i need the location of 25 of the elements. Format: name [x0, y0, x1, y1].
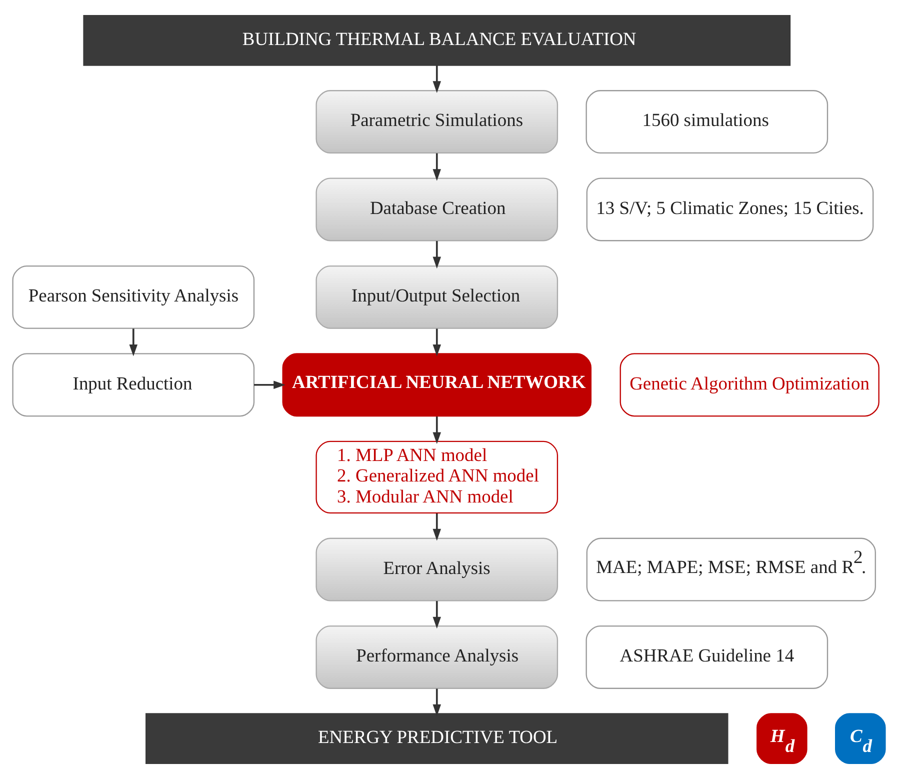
node-box: Genetic Algorithm Optimization [620, 353, 880, 417]
node-box: BUILDING THERMAL BALANCE EVALUATION [83, 15, 791, 66]
arrow [432, 513, 441, 541]
node-box: ASHRAE Guideline 14 [586, 625, 828, 689]
arrow [432, 65, 441, 93]
node-box: Input Reduction [12, 353, 255, 417]
node-box: ARTIFICIAL NEURAL NETWORK [282, 353, 592, 417]
node-box: Parametric Simulations [316, 90, 558, 154]
arrow [432, 328, 441, 356]
node-box: Pearson Sensitivity Analysis [12, 265, 255, 329]
arrow [432, 153, 442, 181]
node-box: 1. MLP ANN model 2. Generalized ANN model 3. Modular ANN model [316, 440, 558, 514]
arrow [432, 240, 441, 269]
arrow [432, 601, 441, 629]
node-box: Database Creation [316, 178, 558, 242]
arrow [432, 416, 442, 444]
node-box: ENERGY PREDICTIVE TOOL [146, 713, 728, 764]
node-box: Input/Output Selection [316, 265, 558, 329]
node-box: 13 S/V; 5 Climatic Zones; 15 Cities. [586, 178, 874, 242]
node-box: Error Analysis [316, 538, 558, 602]
node-box: Performance Analysis [316, 625, 558, 689]
arrow [432, 688, 441, 716]
arrow [254, 380, 286, 390]
node-box: 1560 simulations [586, 90, 828, 154]
arrow [129, 328, 138, 356]
